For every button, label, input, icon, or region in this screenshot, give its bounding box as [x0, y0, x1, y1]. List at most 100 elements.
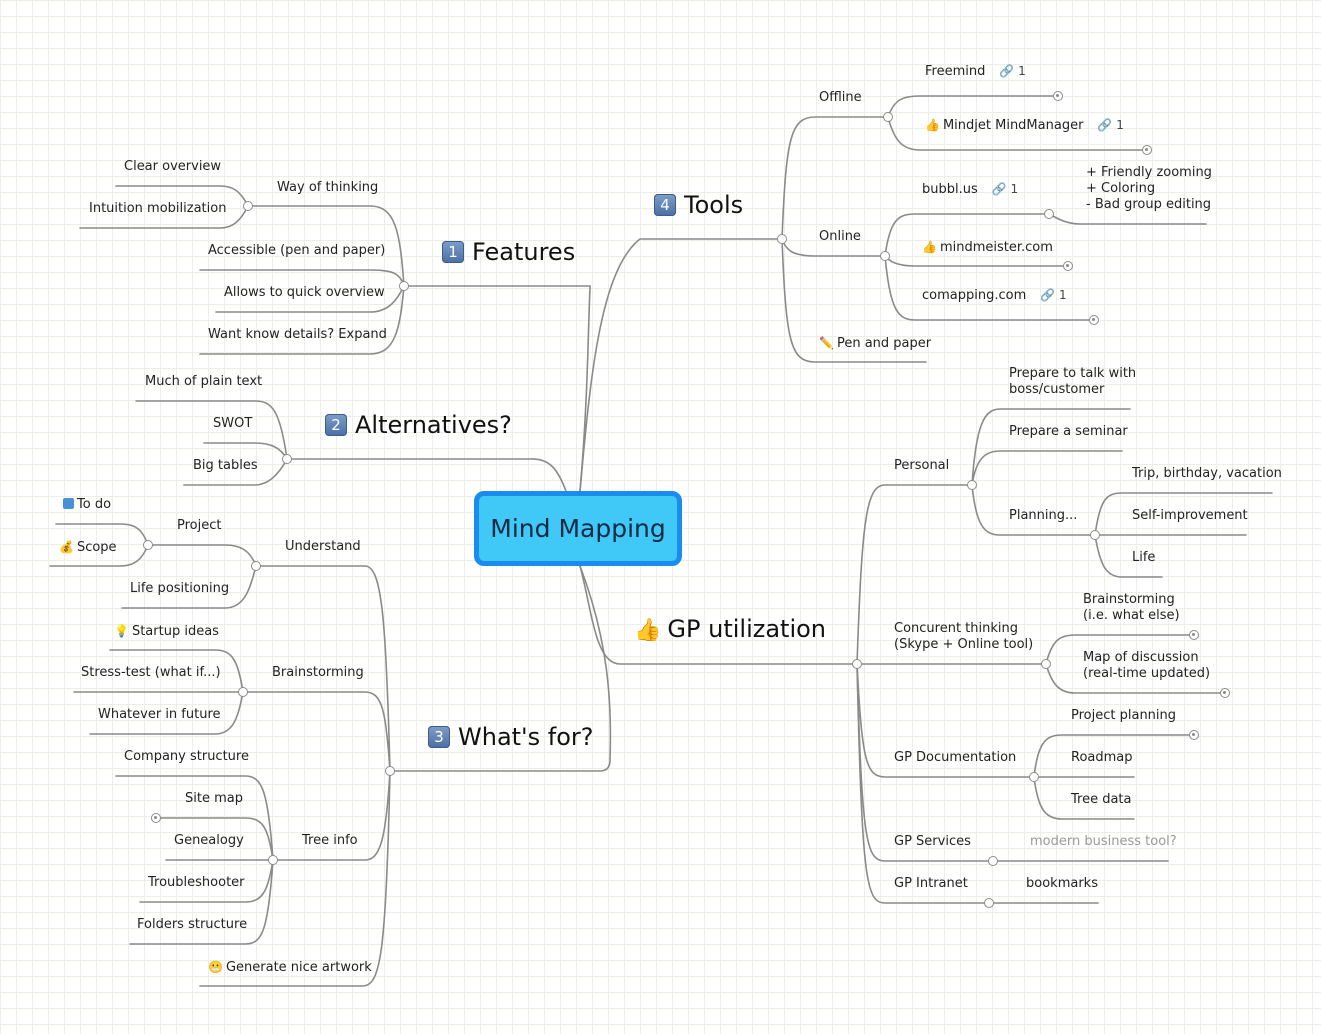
link-icon[interactable]: 🔗 1: [1040, 288, 1067, 302]
topic-self-improvement[interactable]: Self-improvement: [1132, 508, 1248, 523]
topic-whatever-future[interactable]: Whatever in future: [98, 707, 221, 722]
node-services[interactable]: [988, 856, 998, 866]
node-concurrent[interactable]: [1041, 659, 1051, 669]
topic-genealogy[interactable]: Genealogy: [174, 833, 244, 848]
topic-quick-overview[interactable]: Allows to quick overview: [224, 285, 385, 300]
topic-comapping[interactable]: comapping.com🔗 1: [922, 287, 1067, 304]
node-documentation[interactable]: [1029, 772, 1039, 782]
topic-personal[interactable]: Personal: [894, 458, 950, 473]
branch-gp-utilization[interactable]: 👍GP utilization: [634, 615, 826, 645]
topic-mindjet[interactable]: 👍Mindjet MindManager🔗 1: [925, 117, 1124, 134]
node-tree-info[interactable]: [268, 855, 278, 865]
topic-way-of-thinking[interactable]: Way of thinking: [277, 180, 379, 195]
topic-stress-test[interactable]: Stress-test (what if...): [81, 665, 221, 680]
topic-pen-paper[interactable]: ✏️Pen and paper: [819, 335, 931, 352]
topic-mindmeister[interactable]: 👍mindmeister.com: [922, 239, 1053, 256]
topic-services-note[interactable]: modern business tool?: [1030, 834, 1177, 849]
topic-folders-structure[interactable]: Folders structure: [137, 917, 248, 932]
node-planning[interactable]: [1090, 530, 1100, 540]
node-brainstorming[interactable]: [238, 687, 248, 697]
node-comapping-end[interactable]: [1089, 315, 1099, 325]
topic-freemind[interactable]: Freemind🔗 1: [925, 63, 1026, 80]
topic-tree-info[interactable]: Tree info: [302, 833, 358, 848]
node-bubbl[interactable]: [1044, 209, 1054, 219]
link-alternatives: [286, 458, 567, 492]
node-project[interactable]: [143, 540, 153, 550]
node-features-hub[interactable]: [399, 281, 409, 291]
topic-startup-ideas[interactable]: 💡Startup ideas: [114, 623, 219, 640]
topic-bubbl[interactable]: bubbl.us🔗 1: [922, 181, 1018, 198]
topic-offline[interactable]: Offline: [819, 90, 862, 105]
link-icon[interactable]: 🔗 1: [1097, 118, 1124, 132]
topic-swot[interactable]: SWOT: [213, 416, 253, 431]
topic-todo[interactable]: To do: [63, 497, 111, 513]
topic-big-tables[interactable]: Big tables: [193, 458, 258, 473]
topic-brainstorming[interactable]: Brainstorming: [272, 665, 364, 680]
topic-project-planning[interactable]: Project planning: [1071, 708, 1177, 723]
topic-site-map[interactable]: Site map: [185, 791, 243, 806]
node-whats-for-hub[interactable]: [385, 766, 395, 776]
topic-trip[interactable]: Trip, birthday, vacation: [1132, 466, 1282, 481]
node-offline[interactable]: [883, 112, 893, 122]
topic-gp-services[interactable]: GP Services: [894, 834, 971, 849]
node-online[interactable]: [880, 251, 890, 261]
central-topic[interactable]: Mind Mapping: [474, 491, 682, 566]
node-site-map-end[interactable]: [151, 813, 161, 823]
topic-troubleshooter[interactable]: Troubleshooter: [148, 875, 245, 890]
mindjet-link-count: 1: [1116, 118, 1124, 132]
comapping-link-count: 1: [1059, 288, 1067, 302]
topic-tree-data[interactable]: Tree data: [1071, 792, 1132, 807]
pencil-icon: ✏️: [819, 336, 834, 350]
topic-gp-brainstorming[interactable]: Brainstorming (i.e. what else): [1083, 592, 1180, 623]
node-freemind-end[interactable]: [1053, 91, 1063, 101]
node-alternatives-hub[interactable]: [282, 454, 292, 464]
topic-prepare-talk[interactable]: Prepare to talk with boss/customer: [1009, 366, 1137, 397]
node-mindjet-end[interactable]: [1142, 145, 1152, 155]
topic-intuition-mobilization[interactable]: Intuition mobilization: [89, 201, 227, 216]
topic-roadmap[interactable]: Roadmap: [1071, 750, 1133, 765]
node-mindmeister-end[interactable]: [1063, 261, 1073, 271]
topic-todo-label: To do: [77, 497, 112, 512]
node-map-discussion-end[interactable]: [1220, 688, 1230, 698]
link-gp: [579, 565, 858, 665]
topic-mindjet-label: Mindjet MindManager: [942, 118, 1084, 133]
topic-life[interactable]: Life: [1132, 550, 1156, 565]
topic-clear-overview[interactable]: Clear overview: [124, 159, 222, 174]
topic-map-discussion[interactable]: Map of discussion (real-time updated): [1083, 650, 1211, 681]
topic-life-positioning[interactable]: Life positioning: [130, 581, 230, 596]
link-whats-for: [389, 565, 612, 772]
node-brainstorming-end[interactable]: [1189, 630, 1199, 640]
link-tools: [579, 238, 783, 492]
node-understand[interactable]: [251, 561, 261, 571]
topic-gp-intranet[interactable]: GP Intranet: [894, 876, 968, 891]
node-personal[interactable]: [967, 480, 977, 490]
topic-nice-artwork[interactable]: 😬Generate nice artwork: [208, 959, 372, 976]
topic-bubbl-note[interactable]: + Friendly zooming + Coloring - Bad grou…: [1086, 165, 1212, 212]
topic-company-structure[interactable]: Company structure: [124, 749, 249, 764]
keycap-1-icon: 1: [442, 241, 464, 263]
node-tools-hub[interactable]: [777, 234, 787, 244]
topic-gp-documentation[interactable]: GP Documentation: [894, 750, 1017, 765]
topic-accessible[interactable]: Accessible (pen and paper): [208, 243, 386, 258]
node-way-of-thinking[interactable]: [243, 201, 253, 211]
link-icon[interactable]: 🔗 1: [999, 64, 1026, 78]
topic-planning[interactable]: Planning...: [1009, 508, 1078, 523]
topic-scope[interactable]: 💰Scope: [59, 539, 117, 556]
topic-online[interactable]: Online: [819, 229, 861, 244]
node-intranet[interactable]: [984, 898, 994, 908]
topic-bookmarks[interactable]: bookmarks: [1026, 876, 1098, 891]
node-gp-hub[interactable]: [852, 659, 862, 669]
topic-prepare-seminar[interactable]: Prepare a seminar: [1009, 424, 1128, 439]
topic-concurrent-thinking[interactable]: Concurent thinking (Skype + Online tool): [894, 621, 1034, 652]
topic-plain-text[interactable]: Much of plain text: [145, 374, 263, 389]
money-bag-icon: 💰: [59, 540, 74, 554]
topic-understand[interactable]: Understand: [285, 539, 361, 554]
topic-project[interactable]: Project: [177, 518, 222, 533]
node-project-planning-end[interactable]: [1189, 730, 1199, 740]
topic-want-details[interactable]: Want know details? Expand: [208, 327, 387, 342]
link-icon[interactable]: 🔗 1: [991, 182, 1019, 196]
